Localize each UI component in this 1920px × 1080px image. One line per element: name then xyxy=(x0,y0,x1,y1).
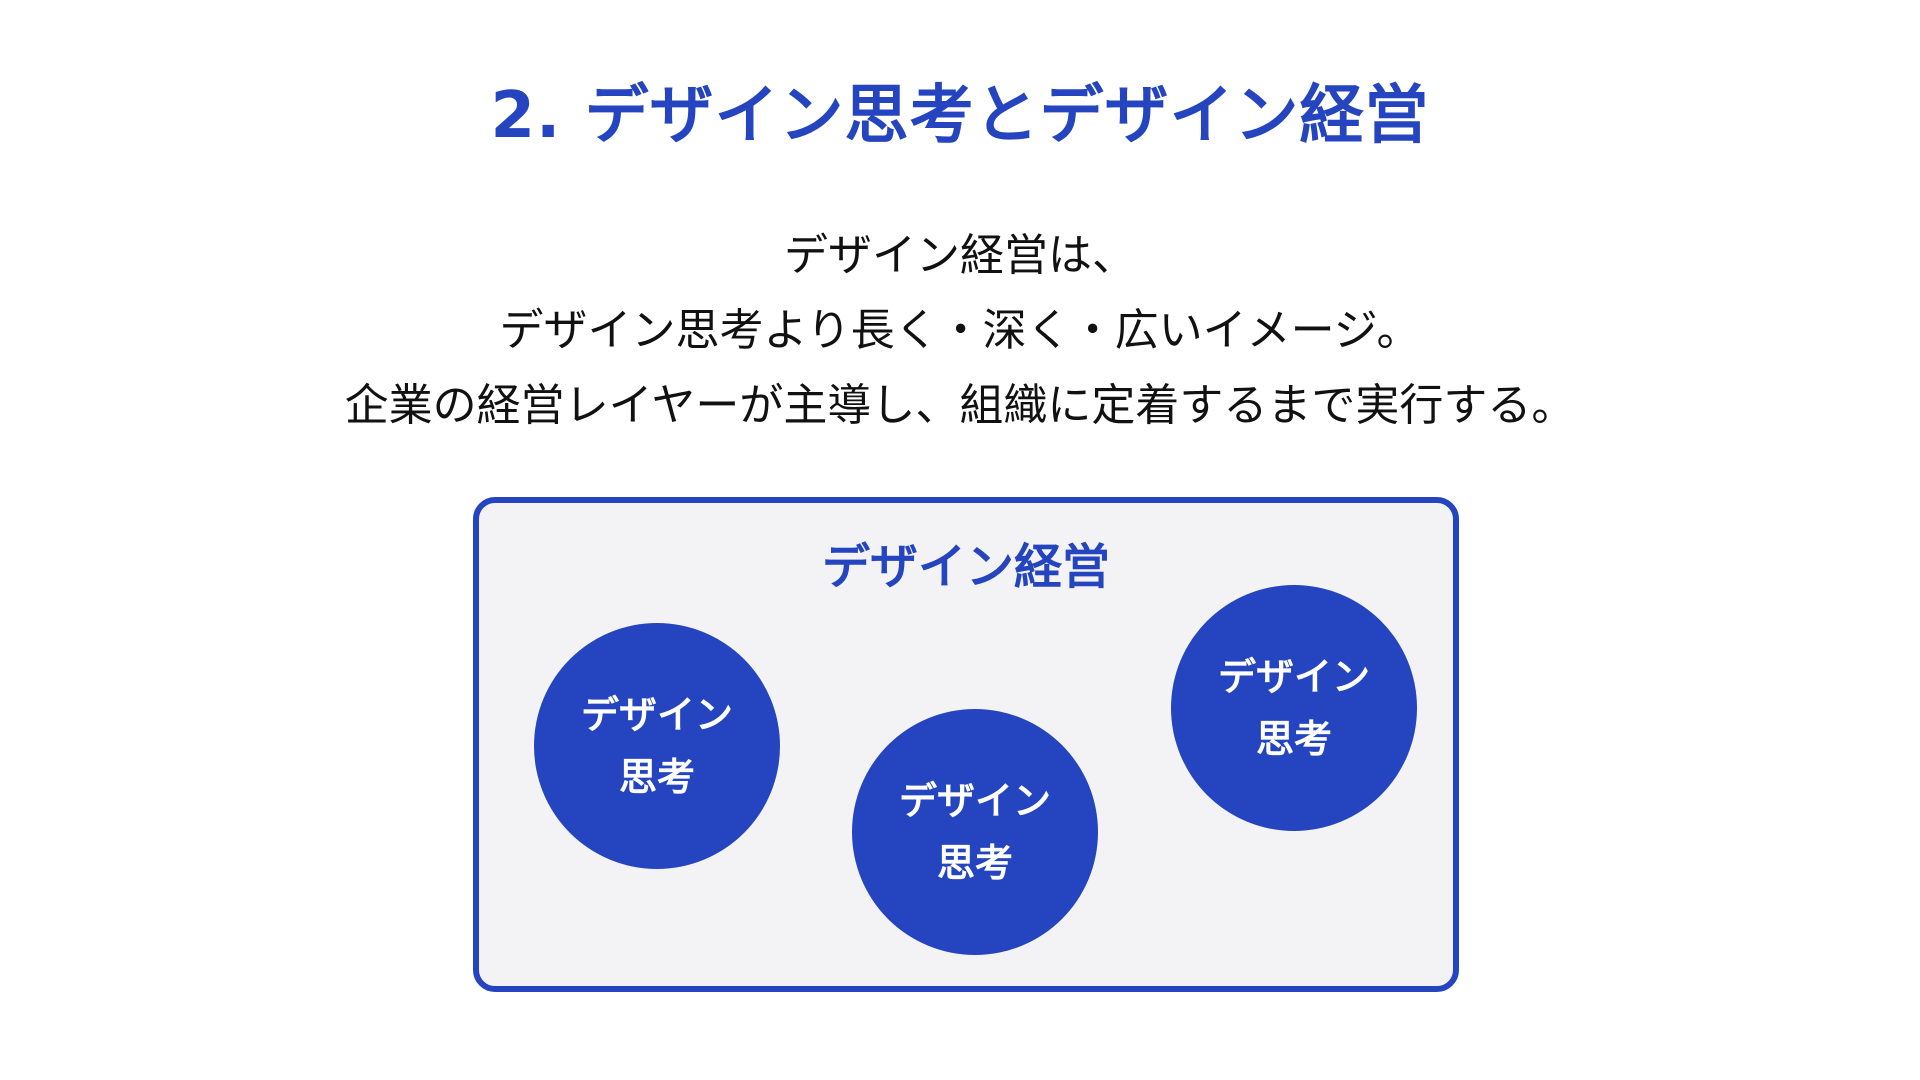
circle-3-line-1: デザイン xyxy=(1217,655,1370,699)
description-line-1: デザイン経営は、 xyxy=(784,230,1136,281)
slide-title: 2. デザイン思考とデザイン経営 xyxy=(490,79,1430,153)
design-management-label: デザイン経営 xyxy=(821,539,1110,595)
design-management-box: デザイン経営 デザイン 思考 デザイン 思考 デザイン 思考 xyxy=(473,497,1459,992)
circle-1-line-2: 思考 xyxy=(618,755,695,799)
circle-2-line-2: 思考 xyxy=(936,841,1013,885)
design-thinking-circle-2: デザイン 思考 xyxy=(852,709,1098,955)
description-line-3: 企業の経営レイヤーが主導し、組織に定着するまで実行する。 xyxy=(344,380,1576,431)
design-thinking-circle-3: デザイン 思考 xyxy=(1171,585,1417,831)
description-line-2: デザイン思考より長く・深く・広いイメージ。 xyxy=(499,305,1421,356)
circle-3-line-2: 思考 xyxy=(1255,717,1332,761)
circle-1-line-1: デザイン xyxy=(580,693,733,737)
description: デザイン経営は、 デザイン思考より長く・深く・広いイメージ。 企業の経営レイヤー… xyxy=(0,218,1920,443)
design-thinking-circle-1: デザイン 思考 xyxy=(534,623,780,869)
circle-2-line-1: デザイン xyxy=(898,779,1051,823)
